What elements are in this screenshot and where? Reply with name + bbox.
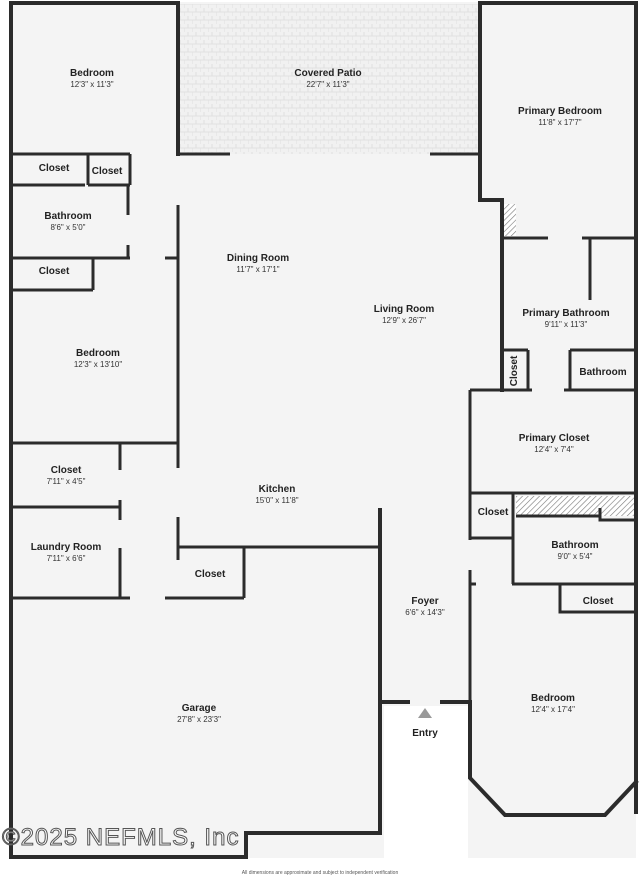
covered-patio-dim: 22'7" x 11'3" [306,80,349,89]
hatched-block-1 [502,204,516,236]
living-room-name: Living Room [374,304,435,315]
closet-7-name: Closet [583,596,614,607]
closet-2-name: Closet [92,166,123,177]
bedroom-2-dim: 12'3" x 13'10" [74,360,122,369]
closet-4-dim: 7'11" x 4'5" [47,477,86,486]
dining-room-dim: 11'7" x 17'1" [236,265,279,274]
bedroom-2-name: Bedroom [76,348,120,359]
laundry-room-name: Laundry Room [31,542,102,553]
bathroom-small-name: Bathroom [579,367,626,378]
covered-patio-name: Covered Patio [294,68,361,79]
entry-name: Entry [412,728,438,739]
hatched-block-2 [516,496,634,516]
living-room-dim: 12'9" x 26'7" [382,316,426,325]
primary-closet-dim: 12'4" x 7'4" [534,445,574,454]
dining-room-name: Dining Room [227,253,289,264]
closet-1-name: Closet [39,163,70,174]
closet-5-name: Closet [478,507,509,518]
bathroom-2-name: Bathroom [551,540,598,551]
outside-bottom-right [384,706,468,878]
footer-note: All dimensions are approximate and subje… [241,870,399,876]
foyer-name: Foyer [411,596,438,607]
exterior-walls [9,1,639,859]
foyer-dim: 6'6" x 14'3" [405,608,445,617]
entry-arrow-icon [418,708,432,718]
covered-patio-area [178,4,480,154]
bedroom-1-dim: 12'3" x 11'3" [70,80,113,89]
laundry-room-dim: 7'11" x 6'6" [47,554,86,563]
closet-3-name: Closet [39,266,70,277]
kitchen-name: Kitchen [259,484,296,495]
kitchen-dim: 15'0" x 11'8" [255,496,298,505]
garage-dim: 27'8" x 23'3" [177,715,221,724]
bedroom-3-name: Bedroom [531,693,575,704]
bathroom-1-name: Bathroom [44,211,91,222]
primary-bathroom-name: Primary Bathroom [522,308,609,319]
closet-6-name: Closet [195,569,226,580]
bedroom-1-name: Bedroom [70,68,114,79]
garage-name: Garage [182,703,217,714]
closet-vertical-name: Closet [509,355,520,386]
watermark: ©2025 NEFMLS, Inc [1,824,240,852]
primary-closet-name: Primary Closet [519,433,590,444]
primary-bedroom-dim: 11'8" x 17'7" [538,118,581,127]
bathroom-2-dim: 9'0" x 5'4" [558,552,593,561]
bathroom-1-dim: 8'6" x 5'0" [51,223,86,232]
primary-bedroom-name: Primary Bedroom [518,106,602,117]
bedroom-3-dim: 12'4" x 17'4" [531,705,575,714]
closet-4-name: Closet [51,465,82,476]
primary-bathroom-dim: 9'11" x 11'3" [545,320,588,329]
interior-walls [11,152,636,702]
